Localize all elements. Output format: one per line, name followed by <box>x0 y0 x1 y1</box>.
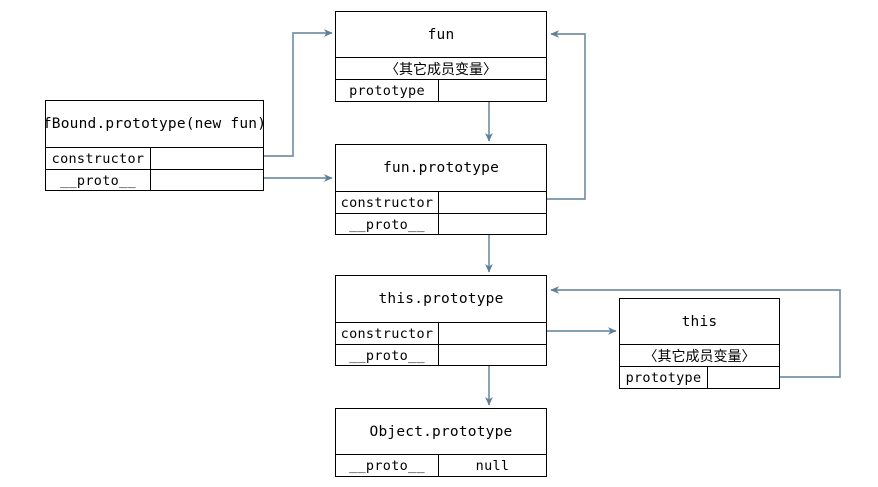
table-row: constructor <box>336 191 546 213</box>
field-key-proto: __proto__ <box>336 345 439 366</box>
box-header-fbound: fBound.prototype(new fun) <box>46 116 263 132</box>
field-value-null: null <box>475 457 510 474</box>
table-row: __proto__ <box>46 169 263 191</box>
field-value-prototype <box>439 80 546 101</box>
box-header-this: this <box>681 313 718 330</box>
field-value-proto <box>439 214 546 235</box>
table-row: constructor <box>336 322 546 344</box>
field-value-proto <box>151 170 263 191</box>
box-header-this-prototype: this.prototype <box>378 291 504 307</box>
field-value-constructor <box>439 192 546 213</box>
field-value-proto <box>439 345 546 366</box>
box-object-prototype: Object.prototype __proto__ null <box>335 408 547 477</box>
table-row: prototype <box>620 366 779 388</box>
box-fbound-prototype: fBound.prototype(new fun) constructor __… <box>45 100 264 191</box>
field-value-constructor <box>151 148 263 169</box>
box-header-object-prototype: Object.prototype <box>369 423 513 440</box>
field-key-prototype: prototype <box>336 80 439 101</box>
field-key-proto: __proto__ <box>336 214 439 235</box>
box-header-fun-prototype: fun.prototype <box>382 160 500 176</box>
box-members-fun: 〈其它成员变量〉 <box>336 57 546 79</box>
table-row: prototype <box>336 79 546 101</box>
box-header-fun: fun <box>427 26 455 43</box>
box-fun: fun 〈其它成员变量〉 prototype <box>335 11 547 102</box>
field-key-constructor: constructor <box>336 192 439 213</box>
field-key-prototype: prototype <box>620 367 708 388</box>
field-value-prototype <box>708 367 779 388</box>
table-row: __proto__ null <box>336 454 546 476</box>
field-key-constructor: constructor <box>336 323 439 344</box>
field-key-constructor: constructor <box>46 148 151 169</box>
table-row: __proto__ <box>336 213 546 235</box>
box-this-prototype: this.prototype constructor __proto__ <box>335 275 547 366</box>
box-this: this 〈其它成员变量〉 prototype <box>619 298 780 389</box>
field-key-proto: __proto__ <box>46 170 151 191</box>
table-row: constructor <box>46 147 263 169</box>
field-value-constructor <box>439 323 546 344</box>
box-members-this: 〈其它成员变量〉 <box>620 344 779 366</box>
box-fun-prototype: fun.prototype constructor __proto__ <box>335 144 547 235</box>
table-row: __proto__ <box>336 344 546 366</box>
field-key-proto: __proto__ <box>336 455 439 476</box>
